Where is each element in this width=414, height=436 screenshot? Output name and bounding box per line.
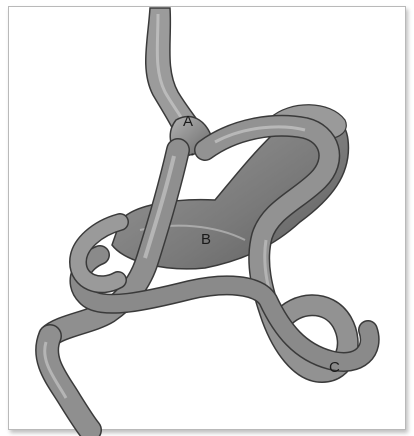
label-b: B	[201, 231, 211, 248]
label-a: A	[183, 113, 193, 130]
label-c: C	[329, 359, 340, 376]
